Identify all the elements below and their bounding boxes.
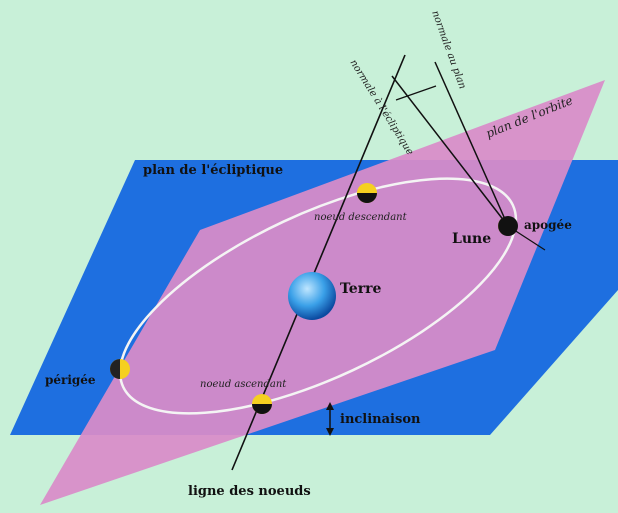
perigee-marker [110,359,130,379]
orbit-normal-label: normale au plan [429,9,468,90]
perigee-label: périgée [45,373,96,387]
ecliptic-normal-label: normale à l'écliptique [347,58,415,157]
descending-node-label: noeud descendant [314,212,408,223]
ecliptic-normal-line [391,75,509,227]
apogee-label: apogée [524,218,572,232]
inclination-arrowhead-up [326,402,334,410]
orbit-normal-line [434,61,509,227]
descending-node-marker [357,183,377,203]
line-of-nodes-label: ligne des noeuds [188,484,311,499]
earth-label: Terre [340,281,381,297]
earth-globe [288,272,336,320]
inclination-arrowhead-down [326,428,334,436]
lunar-orbit [118,177,518,415]
moon-label: Lune [452,231,491,247]
normal-connector [395,85,437,101]
inclination-label: inclinaison [340,412,421,427]
ecliptic-plane-label: plan de l'écliptique [143,163,283,178]
ascending-node-marker [252,394,272,414]
ascending-node-label: noeud ascendant [200,379,287,390]
moon-apogee-marker [498,216,518,236]
